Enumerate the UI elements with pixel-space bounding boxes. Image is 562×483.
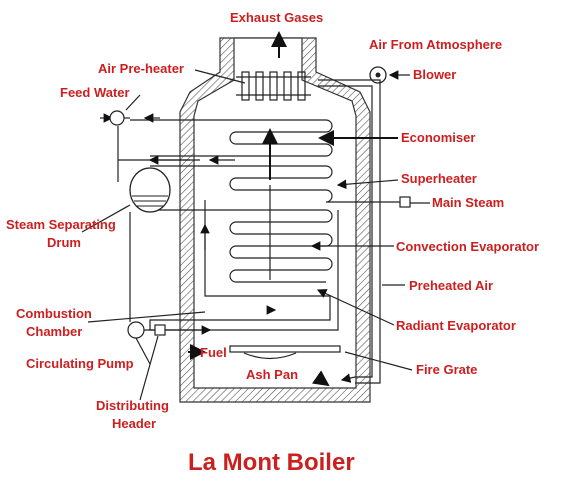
radiant-evaporator-loop [149, 200, 339, 331]
label-economiser: Economiser [401, 130, 475, 145]
fire-grate [229, 345, 341, 360]
label-distributing-header: Header [112, 416, 156, 431]
label-combustion-chamber: Chamber [26, 324, 82, 339]
label-feed-water: Feed Water [60, 85, 130, 100]
diagram-title: La Mont Boiler [188, 449, 355, 476]
label-radiant-evaporator: Radiant Evaporator [396, 318, 516, 333]
label-circulating-pump: Circulating Pump [26, 356, 134, 371]
superheater-coil [150, 165, 400, 203]
label-preheated-air: Preheated Air [409, 278, 493, 293]
label-steam-separating-drum: Drum [47, 235, 81, 250]
blower-and-duct [318, 66, 387, 384]
steam-separating-drum [129, 167, 171, 213]
label-blower: Blower [413, 67, 456, 82]
air-preheater-unit [236, 71, 311, 101]
label-fuel: Fuel [200, 345, 227, 360]
label-steam-separating: Steam Separating [6, 217, 116, 232]
label-superheater: Superheater [401, 171, 477, 186]
label-convection-evaporator: Convection Evaporator [396, 239, 539, 254]
distributing-header-symbol [154, 324, 166, 336]
label-exhaust-gases: Exhaust Gases [230, 10, 323, 25]
boiler-wall [179, 37, 371, 403]
feed-pump-symbol [109, 110, 125, 126]
label-ash-pan: Ash Pan [246, 367, 298, 382]
economiser-coil [130, 119, 333, 157]
water-lines [100, 113, 278, 335]
leader-lines [81, 69, 430, 401]
label-air-preheater: Air Pre-heater [98, 61, 184, 76]
circulating-pump-symbol [127, 321, 145, 339]
label-air-from-atmosphere: Air From Atmosphere [369, 37, 502, 52]
label-distributing: Distributing [96, 398, 169, 413]
main-steam-valve [399, 196, 411, 208]
label-combustion: Combustion [16, 306, 92, 321]
label-fire-grate: Fire Grate [416, 362, 477, 377]
label-main-steam: Main Steam [432, 195, 504, 210]
